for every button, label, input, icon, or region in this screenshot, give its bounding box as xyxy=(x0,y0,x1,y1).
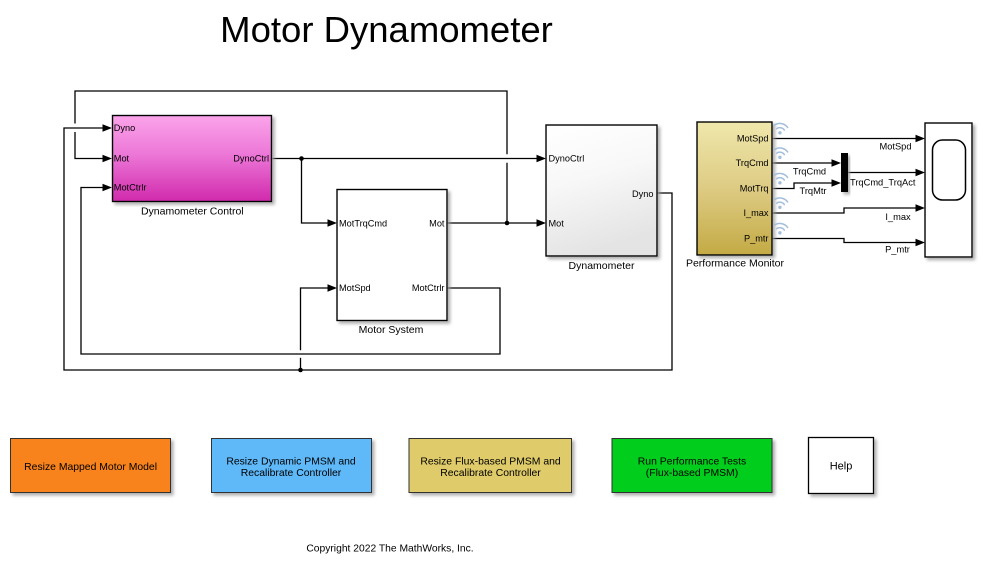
svg-text:(Flux-based PMSM): (Flux-based PMSM) xyxy=(646,468,738,479)
svg-text:Resize Mapped Motor Model: Resize Mapped Motor Model xyxy=(24,462,157,473)
svg-text:MotSpd: MotSpd xyxy=(737,134,769,144)
svg-text:Help: Help xyxy=(830,461,853,473)
svg-text:Performance Monitor: Performance Monitor xyxy=(686,258,785,270)
svg-text:MotTrq: MotTrq xyxy=(740,184,769,194)
svg-text:MotCtrlr: MotCtrlr xyxy=(412,283,445,293)
svg-text:MotCtrlr: MotCtrlr xyxy=(114,183,147,193)
svg-text:P_mtr: P_mtr xyxy=(885,245,910,255)
svg-text:MotSpd: MotSpd xyxy=(339,283,371,293)
svg-text:Motor System: Motor System xyxy=(359,324,424,336)
svg-text:Copyright 2022 The MathWorks,: Copyright 2022 The MathWorks, Inc. xyxy=(306,544,473,555)
svg-text:Resize Flux-based PMSM and: Resize Flux-based PMSM and xyxy=(420,456,561,467)
svg-text:DynoCtrl: DynoCtrl xyxy=(549,154,585,164)
svg-text:Dyno: Dyno xyxy=(632,189,653,199)
svg-text:P_mtr: P_mtr xyxy=(744,234,769,244)
svg-text:TrqCmd: TrqCmd xyxy=(736,158,769,168)
svg-text:Mot: Mot xyxy=(114,154,130,164)
svg-text:Mot: Mot xyxy=(549,218,565,228)
svg-text:MotTrqCmd: MotTrqCmd xyxy=(339,218,387,228)
svg-text:I_max: I_max xyxy=(885,212,911,222)
svg-text:MotSpd: MotSpd xyxy=(879,142,911,152)
svg-text:Dynamometer: Dynamometer xyxy=(569,260,635,272)
svg-text:I_max: I_max xyxy=(743,208,768,218)
svg-text:Dyno: Dyno xyxy=(114,123,135,133)
svg-text:Dynamometer Control: Dynamometer Control xyxy=(141,206,244,218)
svg-text:Mot: Mot xyxy=(429,218,445,228)
svg-text:Resize Dynamic PMSM and: Resize Dynamic PMSM and xyxy=(226,456,356,467)
svg-text:Motor Dynamometer: Motor Dynamometer xyxy=(220,9,553,50)
svg-text:Recalibrate Controller: Recalibrate Controller xyxy=(241,468,342,479)
svg-text:TrqMtr: TrqMtr xyxy=(799,186,826,196)
svg-text:TrqCmd_TrqAct: TrqCmd_TrqAct xyxy=(850,177,916,187)
svg-text:TrqCmd: TrqCmd xyxy=(793,167,826,177)
svg-text:Run Performance Tests: Run Performance Tests xyxy=(638,456,746,467)
svg-text:Recalibrate Controller: Recalibrate Controller xyxy=(440,468,541,479)
svg-text:DynoCtrl: DynoCtrl xyxy=(233,154,269,164)
